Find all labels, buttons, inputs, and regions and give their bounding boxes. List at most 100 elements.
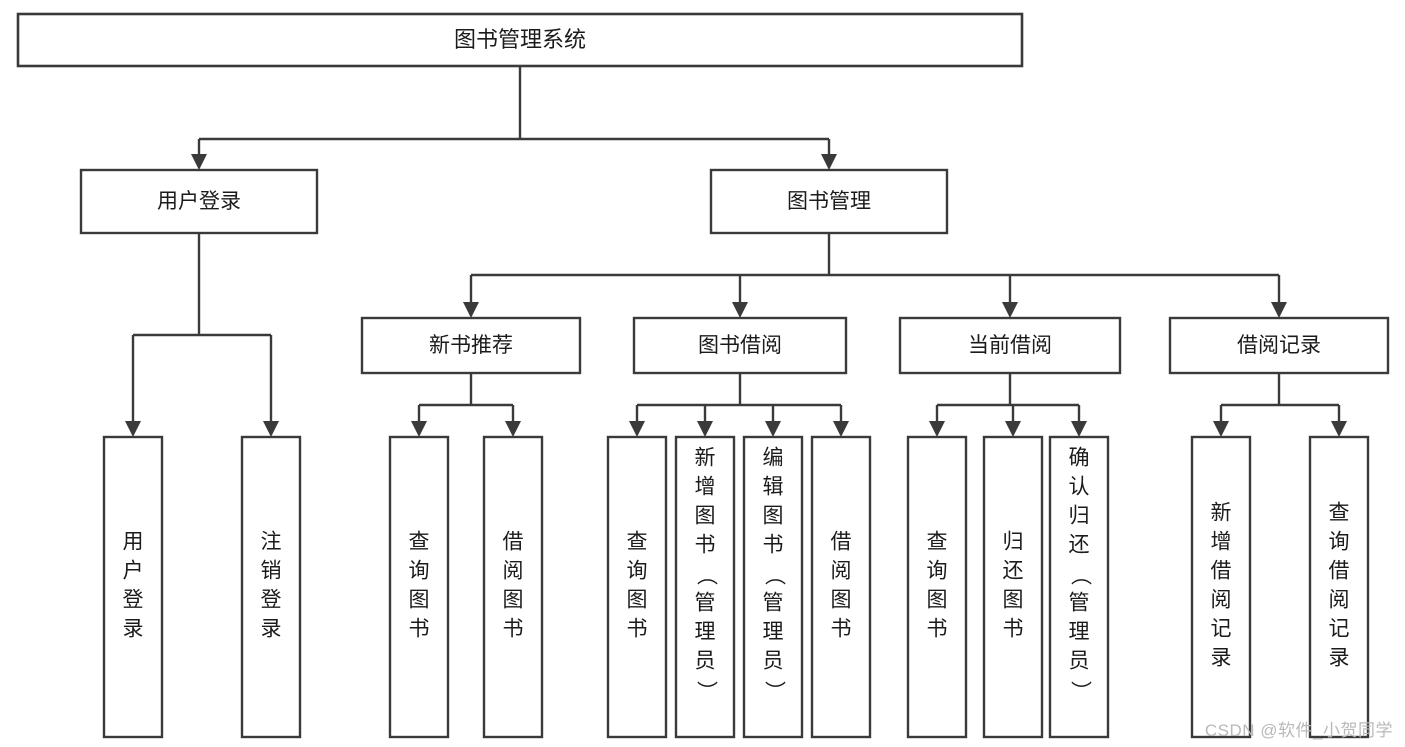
node-rect[interactable]	[709, 168, 949, 235]
leaf-label-char: 辑	[763, 476, 784, 499]
leaf-rect[interactable]	[102, 435, 164, 739]
leaf-label-char: 图	[831, 589, 852, 612]
leaf-rect[interactable]	[674, 435, 736, 739]
leaf-rect[interactable]	[1308, 435, 1370, 739]
leaf-label-char: 录	[1329, 647, 1350, 670]
leaf-rect[interactable]	[982, 435, 1044, 739]
arrow-head-icon	[463, 302, 479, 318]
arrow-head-icon	[765, 421, 781, 437]
leaf-label-char: 录	[123, 618, 144, 641]
node-box[interactable]: 用户登录	[79, 168, 319, 235]
leaf-rect[interactable]	[810, 435, 872, 739]
node-label: 图书借阅	[698, 334, 782, 357]
leaf-rect[interactable]	[388, 435, 450, 739]
leaf-label-char: 图	[503, 589, 524, 612]
leaf-label-char: 阅	[831, 560, 852, 583]
leaf-label-char: 记	[1329, 618, 1350, 641]
leaf-label-char: 图	[409, 589, 430, 612]
arrow-head-icon	[505, 421, 521, 437]
leaf-label-char: 管	[763, 592, 784, 615]
leaf-label-char: ）	[762, 681, 785, 702]
leaf-label-char: 理	[695, 621, 716, 644]
node-box[interactable]: 新书推荐	[360, 316, 582, 375]
leaf-label-char: 员	[763, 650, 784, 673]
leaf-label-char: 认	[1069, 476, 1090, 499]
arrow-head-icon	[833, 421, 849, 437]
arrow-head-icon	[1213, 421, 1229, 437]
node-box[interactable]: 图书借阅	[632, 316, 848, 375]
leaf-label-char: 查	[409, 531, 430, 554]
node-rect[interactable]	[632, 316, 848, 375]
node-rect[interactable]	[79, 168, 319, 235]
node-root[interactable]: 图书管理系统	[16, 12, 1024, 68]
node-layer: 图书管理系统用户登录图书管理新书推荐图书借阅当前借阅借阅记录用户登录注销登录查询…	[16, 12, 1390, 739]
arrow-head-icon	[1002, 302, 1018, 318]
leaf-rect[interactable]	[906, 435, 968, 739]
leaf-label-char: 阅	[1211, 589, 1232, 612]
leaf-label: 用户登录	[123, 531, 144, 641]
leaf-label-char: 增	[695, 476, 716, 499]
arrow-head-icon	[1071, 421, 1087, 437]
node-box[interactable]: 图书管理	[709, 168, 949, 235]
leaf-label-char: 归	[1003, 531, 1024, 554]
leaf-label-char: 询	[409, 560, 430, 583]
arrow-head-icon	[1005, 421, 1021, 437]
node-rect[interactable]	[898, 316, 1122, 375]
leaf-rect[interactable]	[482, 435, 544, 739]
leaf-label-char: 借	[503, 531, 524, 554]
node-rect[interactable]	[360, 316, 582, 375]
node-rect[interactable]	[1168, 316, 1390, 375]
leaf-label-char: 借	[1211, 560, 1232, 583]
node-box[interactable]: 借阅记录	[1168, 316, 1390, 375]
leaf-rect[interactable]	[742, 435, 804, 739]
leaf-rect[interactable]	[240, 435, 302, 739]
leaf-label-char: 询	[1329, 531, 1350, 554]
leaf-label-char: 录	[1211, 647, 1232, 670]
leaf-rect[interactable]	[606, 435, 668, 739]
leaf-rect[interactable]	[1190, 435, 1252, 739]
leaf-label-char: 询	[627, 560, 648, 583]
leaf-label-char: 书	[763, 534, 784, 557]
leaf-label-char: 用	[123, 531, 144, 554]
leaf-rect[interactable]	[1048, 435, 1110, 739]
leaf-label-char: （	[762, 565, 785, 586]
node-box[interactable]: 当前借阅	[898, 316, 1122, 375]
leaf-label-char: ）	[694, 681, 717, 702]
leaf-label-char: 图	[627, 589, 648, 612]
leaf-label-char: 图	[763, 505, 784, 528]
arrow-head-icon	[697, 421, 713, 437]
node-rect[interactable]	[16, 12, 1024, 68]
watermark-text: CSDN @软件_小贺同学	[1204, 721, 1393, 740]
leaf-node-box[interactable]: 用户登录	[102, 435, 164, 739]
leaf-label-char: 注	[261, 531, 282, 554]
leaf-label-char: （	[1068, 565, 1091, 586]
arrow-head-icon	[732, 302, 748, 318]
node-label: 新书推荐	[429, 334, 513, 357]
leaf-label-char: 还	[1003, 560, 1024, 583]
arrow-head-icon	[929, 421, 945, 437]
arrow-head-icon	[821, 154, 837, 170]
leaf-label-char: 新	[695, 447, 716, 470]
leaf-label-char: 录	[261, 618, 282, 641]
leaf-label-char: 书	[695, 534, 716, 557]
